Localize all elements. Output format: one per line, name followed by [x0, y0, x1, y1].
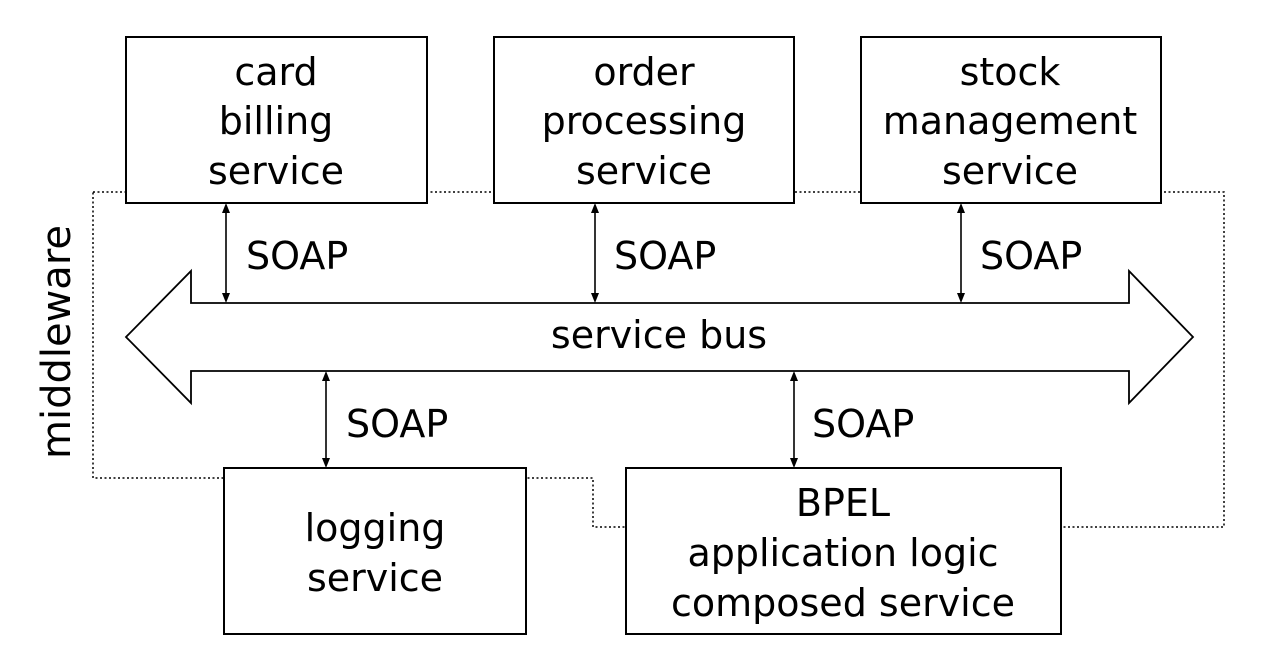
stock-management-line-1: stock [960, 50, 1061, 94]
soap-label-card-billing: SOAP [246, 234, 348, 278]
card-billing-line-1: card [234, 50, 317, 94]
service-bus-label: service bus [551, 313, 767, 357]
middleware-boundary [92, 191, 1225, 528]
order-processing-line-2: processing [542, 99, 747, 143]
stock-management-line-3: service [942, 149, 1078, 193]
soap-connector-stock-management [957, 203, 965, 303]
soap-connector-bpel [790, 371, 798, 468]
bpel-line-2: application logic [687, 531, 998, 575]
order-processing-line-3: service [576, 149, 712, 193]
stock-management-service-box: stock management service [860, 36, 1162, 204]
logging-service-box: logging service [223, 467, 527, 635]
card-billing-line-2: billing [219, 99, 334, 143]
order-processing-line-1: order [593, 50, 695, 94]
soap-label-logging: SOAP [346, 402, 448, 446]
bpel-line-1: BPEL [796, 481, 890, 525]
card-billing-service-box: card billing service [125, 36, 428, 204]
service-bus-arrow [124, 268, 1195, 406]
soap-label-bpel: SOAP [812, 402, 914, 446]
order-processing-service-box: order processing service [493, 36, 795, 204]
soap-connector-card-billing [222, 203, 230, 303]
logging-line-1: logging [305, 506, 446, 550]
bpel-line-3: composed service [671, 581, 1015, 625]
soap-label-stock-management: SOAP [980, 234, 1082, 278]
soap-connector-logging [322, 371, 330, 468]
card-billing-line-3: service [208, 149, 344, 193]
bpel-composed-service-box: BPEL application logic composed service [625, 467, 1062, 635]
soap-connector-order-processing [591, 203, 599, 303]
soap-label-order-processing: SOAP [614, 234, 716, 278]
logging-line-2: service [307, 556, 443, 600]
middleware-label: middleware [34, 225, 80, 459]
stock-management-line-2: management [883, 99, 1138, 143]
